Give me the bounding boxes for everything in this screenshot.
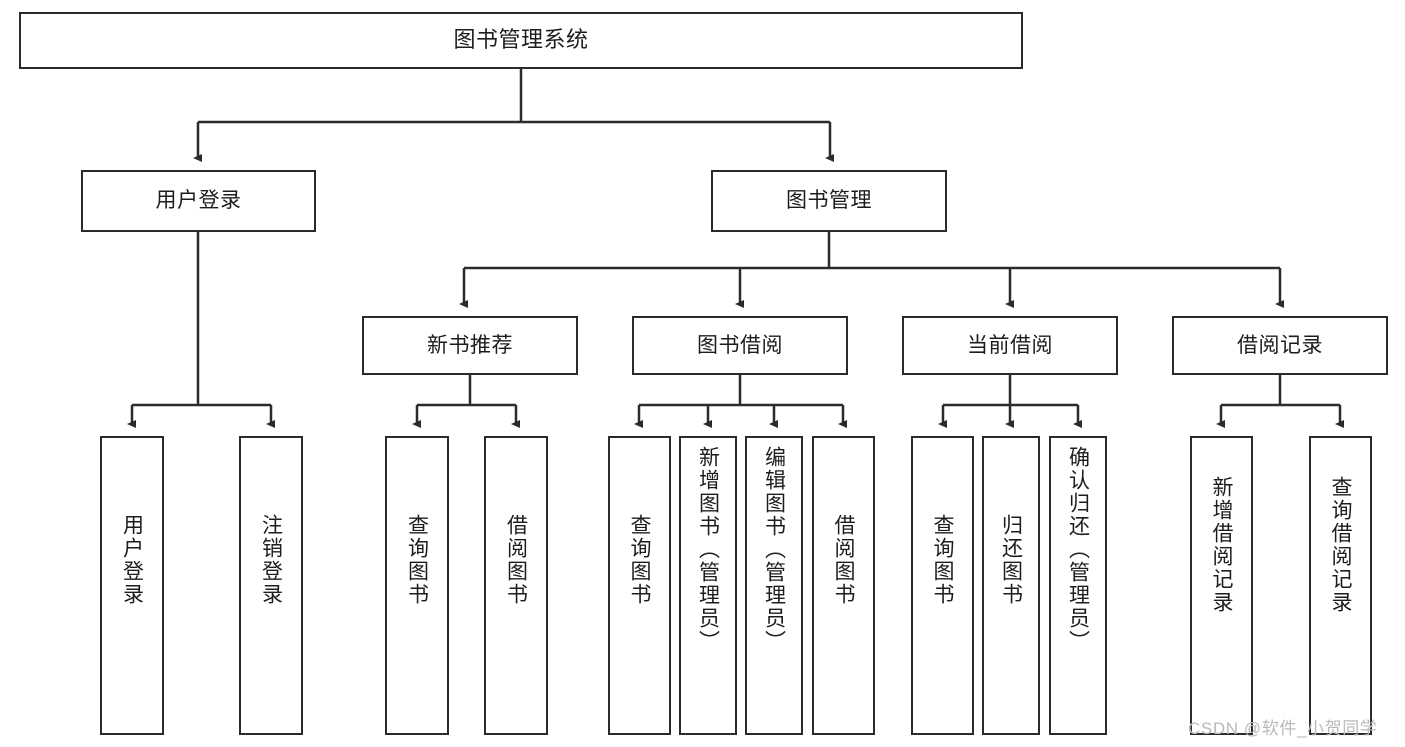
node-label: 编辑图书（管理员）: [762, 446, 786, 653]
node-label: 当前借阅: [967, 333, 1053, 357]
node-book-borrow[interactable]: 图书借阅: [632, 316, 848, 375]
leaf-user-login-login[interactable]: 用户登录: [100, 436, 164, 735]
leaf-borrow-record-query-record[interactable]: 查询借阅记录: [1309, 436, 1372, 735]
node-label: 新增借阅记录: [1210, 476, 1233, 614]
node-label: 图书借阅: [697, 333, 783, 357]
node-label: 确认归还（管理员）: [1066, 446, 1090, 653]
node-label: 图书管理: [786, 189, 872, 213]
node-user-login[interactable]: 用户登录: [81, 170, 316, 232]
leaf-current-borrow-query-book[interactable]: 查询图书: [911, 436, 974, 735]
node-new-book-recommend[interactable]: 新书推荐: [362, 316, 578, 375]
node-label: 新增图书（管理员）: [696, 446, 720, 653]
leaf-book-borrow-edit-book[interactable]: 编辑图书（管理员）: [745, 436, 803, 735]
node-current-borrow[interactable]: 当前借阅: [902, 316, 1118, 375]
node-label: 用户登录: [155, 189, 242, 213]
leaf-new-book-borrow-book[interactable]: 借阅图书: [484, 436, 548, 735]
node-label: 查询图书: [405, 514, 429, 606]
node-label: 注销登录: [259, 514, 283, 606]
node-label: 归还图书: [999, 514, 1023, 606]
leaf-new-book-query-book[interactable]: 查询图书: [385, 436, 449, 735]
leaf-book-borrow-query-book[interactable]: 查询图书: [608, 436, 671, 735]
node-borrow-record[interactable]: 借阅记录: [1172, 316, 1388, 375]
node-label: 查询借阅记录: [1329, 476, 1352, 614]
leaf-book-borrow-add-book[interactable]: 新增图书（管理员）: [679, 436, 737, 735]
node-label: 用户登录: [120, 514, 144, 606]
node-label: 查询图书: [931, 514, 954, 606]
node-label: 借阅图书: [832, 514, 855, 606]
leaf-current-borrow-return-book[interactable]: 归还图书: [982, 436, 1040, 735]
node-book-management[interactable]: 图书管理: [711, 170, 947, 232]
node-root-system[interactable]: 图书管理系统: [19, 12, 1023, 69]
node-label: 借阅记录: [1237, 333, 1323, 357]
leaf-user-login-logout[interactable]: 注销登录: [239, 436, 303, 735]
node-label: 图书管理系统: [453, 27, 589, 53]
leaf-borrow-record-add-record[interactable]: 新增借阅记录: [1190, 436, 1253, 735]
csdn-watermark: CSDN @软件_小贺同学: [1188, 719, 1378, 738]
node-label: 查询图书: [628, 514, 651, 606]
node-label: 借阅图书: [504, 514, 528, 606]
leaf-current-borrow-confirm-return[interactable]: 确认归还（管理员）: [1049, 436, 1107, 735]
leaf-book-borrow-borrow-book[interactable]: 借阅图书: [812, 436, 875, 735]
node-label: 新书推荐: [427, 333, 513, 357]
